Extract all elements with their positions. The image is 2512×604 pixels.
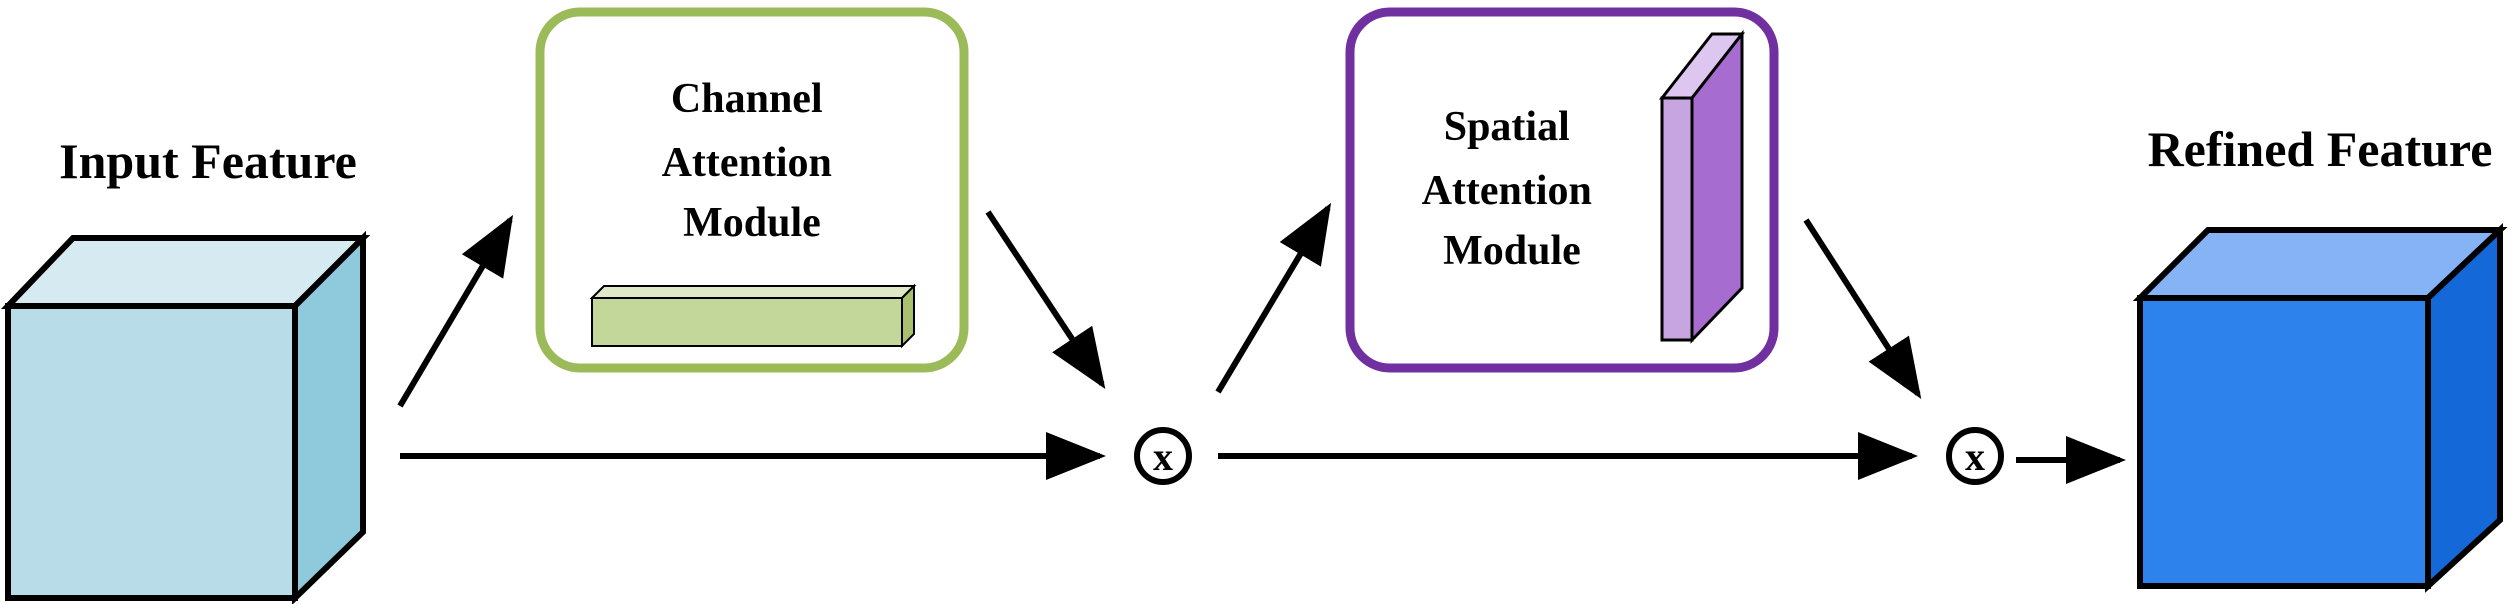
spatial-attention-label: Spatial Attention Module	[1422, 104, 1603, 274]
multiply-operator-2: x	[1946, 427, 2004, 485]
spatial-map-front	[1660, 96, 1694, 342]
multiply-1-circle	[1134, 427, 1192, 485]
input-cube-front	[5, 303, 298, 601]
spatial-attention-module: Spatial Attention Module	[1345, 7, 1779, 373]
input-cube-side	[292, 230, 366, 604]
channel-vector-top	[589, 285, 917, 299]
arrow-channel-to-multiply-1	[985, 210, 1106, 390]
channel-attention-module: Channel Attention Module	[535, 7, 969, 373]
spatial-attention-label-line-1: Spatial	[1444, 104, 1570, 150]
arrow-input-to-channel	[397, 214, 514, 408]
arrow-multiply-1-to-spatial	[1215, 202, 1332, 394]
channel-attention-box	[535, 7, 969, 373]
channel-attention-label: Channel Attention Module	[662, 76, 843, 246]
input-feature-label: Input Feature	[59, 133, 357, 189]
channel-attention-label-line-1: Channel	[671, 76, 823, 122]
multiply-operator-1: x	[1134, 427, 1192, 485]
input-feature-cube	[0, 230, 371, 604]
refined-feature-cube	[2132, 223, 2508, 593]
refined-cube-front	[2137, 295, 2431, 589]
spatial-attention-map	[1658, 29, 1746, 344]
channel-attention-label-line-3: Module	[683, 200, 821, 246]
channel-vector-side	[901, 283, 915, 349]
refined-feature-label: Refined Feature	[2148, 121, 2493, 177]
multiply-2-circle	[1946, 427, 2004, 485]
spatial-attention-label-line-3: Module	[1443, 228, 1581, 274]
multiply-1-symbol: x	[1153, 434, 1173, 479]
channel-attention-label-line-2: Attention	[662, 140, 832, 186]
channel-attention-vector	[589, 283, 917, 349]
multiply-2-symbol: x	[1965, 434, 1985, 479]
channel-vector-front	[591, 297, 903, 347]
arrow-spatial-to-multiply-2	[1803, 218, 1922, 400]
spatial-attention-label-line-2: Attention	[1422, 168, 1592, 214]
